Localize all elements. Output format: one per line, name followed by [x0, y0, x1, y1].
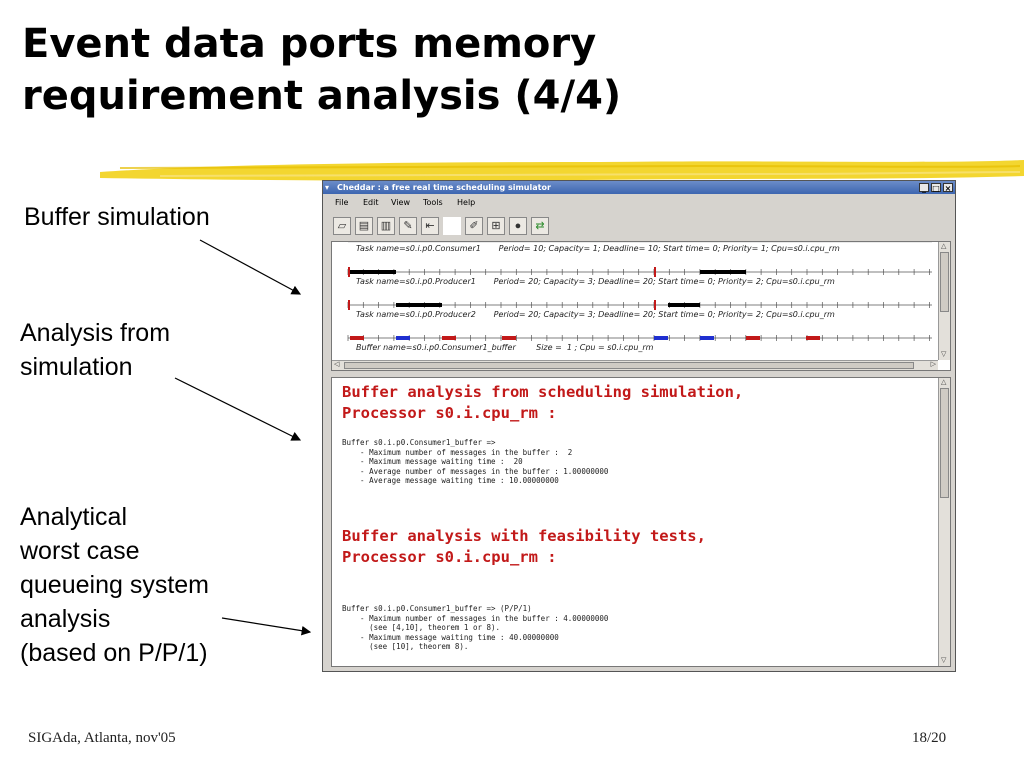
menu-help[interactable]: Help — [457, 198, 476, 207]
cheddar-window: ▾ Cheddar : a free real time scheduling … — [322, 180, 956, 672]
scroll-thumb[interactable] — [344, 362, 914, 369]
new-file-icon[interactable]: ▱ — [333, 217, 351, 235]
globe-icon[interactable]: ● — [509, 217, 527, 235]
footer-left: SIGAda, Atlanta, nov'05 — [28, 730, 176, 746]
label-analysis-from-simulation: Analysis from simulation — [20, 319, 171, 381]
label-buffer-simulation: Buffer simulation — [24, 203, 210, 231]
timeline-horizontal-scrollbar[interactable]: ◁ ▷ — [332, 360, 938, 370]
highlighter-brush-stroke — [100, 160, 1024, 181]
buffer-event — [746, 336, 760, 340]
open-file-icon[interactable]: ▤ — [355, 217, 373, 235]
exit-icon[interactable]: ⇤ — [421, 217, 439, 235]
minimize-button[interactable]: _ — [919, 183, 929, 193]
draw-icon[interactable]: ✐ — [465, 217, 483, 235]
slide-title: Event data ports memory requirement anal… — [22, 21, 622, 119]
scroll-thumb[interactable] — [940, 388, 949, 498]
maximize-button[interactable]: □ — [931, 183, 941, 193]
save-file-icon[interactable]: ▥ — [377, 217, 395, 235]
timeline-release-marker — [654, 267, 656, 277]
buffer-event — [350, 336, 364, 340]
menu-edit[interactable]: Edit — [363, 198, 379, 207]
arrow-analytical-analysis — [221, 617, 312, 636]
timeline-release-marker — [348, 267, 350, 277]
timeline-row-label: Buffer name=s0.i.p0.Consumer1_buffer Siz… — [356, 343, 654, 352]
graph-icon[interactable]: ⊞ — [487, 217, 505, 235]
timeline-row-label: Task name=s0.i.p0.Producer2 Period= 20; … — [356, 310, 835, 319]
timeline-exec-bar — [700, 270, 746, 274]
results-vertical-scrollbar[interactable]: △ ▽ — [938, 378, 950, 666]
close-button[interactable]: × — [943, 183, 953, 193]
timeline-pane: Task name=s0.i.p0.Consumer1 Period= 10; … — [331, 241, 951, 371]
scroll-down-icon[interactable]: ▽ — [941, 657, 947, 664]
timeline-release-marker — [348, 300, 350, 310]
simulation-analysis-detail: Buffer s0.i.p0.Consumer1_buffer => - Max… — [342, 438, 609, 485]
window-title: Cheddar : a free real time scheduling si… — [337, 183, 551, 192]
label-analytical-analysis: Analytical worst case queueing system an… — [20, 503, 210, 667]
feasibility-analysis-heading: Buffer analysis with feasibility tests, … — [342, 527, 706, 566]
arrow-analysis-from-simulation — [174, 377, 302, 441]
edit-icon[interactable]: ✎ — [399, 217, 417, 235]
timeline-vertical-scrollbar[interactable]: △ ▽ — [938, 242, 950, 360]
scroll-up-icon[interactable]: △ — [941, 379, 947, 386]
simulation-analysis-heading: Buffer analysis from scheduling simulati… — [342, 383, 744, 422]
arrow-buffer-simulation — [199, 239, 302, 295]
scroll-up-icon[interactable]: △ — [941, 243, 947, 250]
buffer-event — [700, 336, 714, 340]
timeline-row-label: Task name=s0.i.p0.Producer1 Period= 20; … — [356, 277, 835, 286]
scroll-left-icon[interactable]: ◁ — [334, 361, 340, 368]
window-menu-icon[interactable]: ▾ — [325, 183, 330, 192]
buffer-event — [806, 336, 820, 340]
timeline-exec-bar — [350, 270, 396, 274]
timeline-exec-bar — [668, 303, 700, 307]
arrows-icon[interactable]: ⇄ — [531, 217, 549, 235]
timeline-release-marker — [654, 300, 656, 310]
timeline-graph — [347, 242, 932, 341]
toolbar: ▱ ▤ ▥ ✎ ⇤ ✐ ⊞ ● ⇄ — [323, 213, 955, 239]
timeline-row-label: Task name=s0.i.p0.Consumer1 Period= 10; … — [356, 244, 840, 253]
buffer-event — [396, 336, 410, 340]
menu-tools[interactable]: Tools — [423, 198, 443, 207]
results-pane: Buffer analysis from scheduling simulati… — [331, 377, 951, 667]
feasibility-analysis-detail: Buffer s0.i.p0.Consumer1_buffer => (P/P/… — [342, 604, 609, 651]
page-number: 18/20 — [912, 730, 947, 746]
menu-view[interactable]: View — [391, 198, 410, 207]
menubar: File Edit View Tools Help — [323, 195, 955, 210]
blank-icon — [443, 217, 461, 235]
buffer-event — [442, 336, 456, 340]
menu-file[interactable]: File — [335, 198, 349, 207]
window-titlebar[interactable]: ▾ Cheddar : a free real time scheduling … — [323, 181, 955, 194]
scroll-down-icon[interactable]: ▽ — [941, 351, 947, 358]
scroll-right-icon[interactable]: ▷ — [930, 361, 936, 368]
scroll-thumb[interactable] — [940, 252, 949, 312]
timeline-exec-bar — [396, 303, 442, 307]
buffer-event — [502, 336, 516, 340]
buffer-event — [654, 336, 668, 340]
